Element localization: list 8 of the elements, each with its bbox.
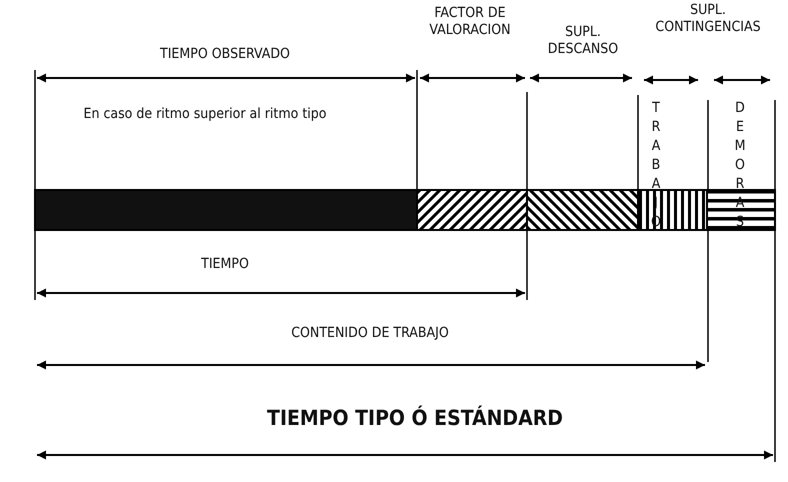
- note-text: En caso de ritmo superior al ritmo tipo: [84, 106, 326, 123]
- dimension-label: FACTOR DE VALORACION: [428, 5, 512, 39]
- dimension-label: SUPL. CONTINGENCIAS: [654, 2, 762, 36]
- dimension-label: TIEMPO TIPO Ó ESTÁNDARD: [267, 405, 563, 431]
- dimension-label: SUPL. DESCANSO: [546, 24, 620, 58]
- dimension-label: TIEMPO: [201, 256, 249, 273]
- dimension-label: TIEMPO OBSERVADO: [160, 46, 290, 63]
- dimension-label: CONTENIDO DE TRABAJO: [291, 325, 449, 342]
